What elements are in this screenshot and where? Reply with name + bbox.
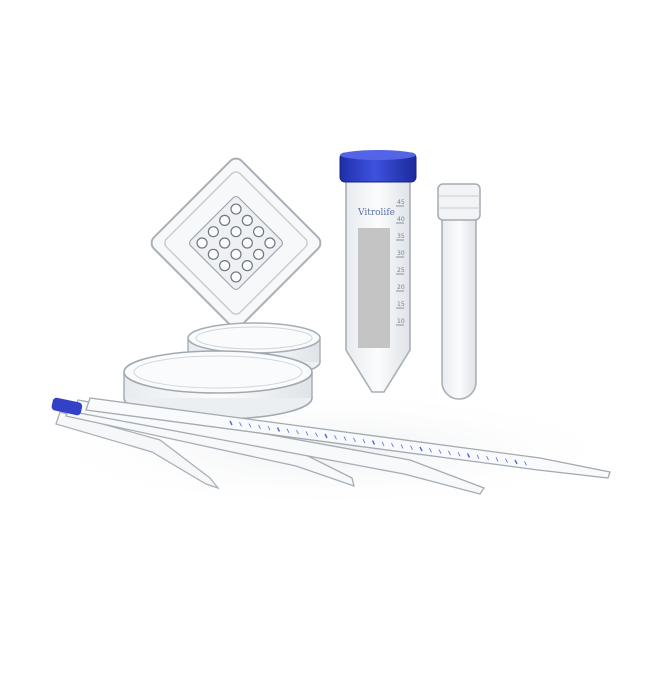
dish-well	[253, 248, 265, 260]
pipette-graduated	[85, 397, 611, 479]
dish-well	[196, 237, 208, 249]
pipette-mark	[343, 436, 347, 441]
tube-graduation-label: 10	[397, 318, 405, 325]
tube-graduation-label: 40	[397, 216, 405, 223]
pipette-mark	[438, 449, 442, 454]
dish-inner-rim	[164, 171, 308, 315]
tube-graduation-label: 35	[397, 233, 405, 240]
dish-well	[253, 226, 265, 238]
pipette-mark	[505, 458, 508, 463]
dish-well	[230, 271, 242, 283]
pipette-mark	[391, 442, 394, 448]
pipette-mark	[248, 423, 252, 428]
round-tube-cap	[437, 183, 481, 221]
pipette-mark	[315, 432, 318, 437]
dish-well	[230, 248, 242, 260]
pipette-mark	[514, 459, 518, 465]
pipette-mark	[267, 426, 271, 431]
petri-dish-large	[123, 350, 313, 420]
pipette-mark	[239, 422, 242, 427]
pipette-mark	[410, 445, 413, 450]
tube-label-area	[358, 228, 390, 348]
tube-graduation-label: 20	[397, 284, 405, 291]
conical-tube-50ml: Vitrolife 45 40 35 30 25 20 15 10	[339, 150, 417, 393]
pipette-mark	[305, 431, 309, 436]
pipette-mark	[362, 439, 366, 444]
tube-graduation-label: 15	[397, 301, 405, 308]
dish-wells	[196, 203, 276, 283]
tube-graduation-label: 30	[397, 250, 405, 257]
pipette-short	[55, 411, 220, 490]
pipette-mark	[466, 453, 471, 458]
dish-well	[219, 214, 231, 226]
dish-well	[219, 237, 231, 249]
pipette-mark	[400, 444, 404, 449]
pipette-mark	[476, 454, 480, 459]
tube-graduations: 45 40 35 30 25 20 15 10	[396, 199, 405, 326]
pipette-mark	[324, 433, 328, 439]
tube-graduation-label: 45	[397, 199, 405, 206]
pipette-mark	[495, 457, 499, 462]
dish-well	[230, 203, 242, 215]
tube-brand-text: Vitrolife	[357, 208, 395, 218]
dish-well	[230, 226, 242, 238]
dish-well	[264, 237, 276, 249]
pipette-graduation-marks	[229, 420, 527, 466]
pipette-mark	[258, 424, 261, 430]
dish-well	[207, 226, 219, 238]
pipette-mark	[296, 429, 299, 435]
pipette-mark	[524, 461, 527, 466]
pipette-mark	[448, 450, 451, 456]
pipette-mark	[429, 448, 432, 453]
pipette-blue-tip	[51, 397, 83, 416]
pipette-mark	[457, 452, 461, 457]
pipette-mark	[276, 427, 281, 432]
pipette-mark	[486, 455, 489, 461]
round-tube-15ml	[437, 183, 481, 400]
pipette-mark	[286, 428, 290, 433]
dish-well-plate	[188, 195, 284, 291]
dish-well	[219, 260, 231, 272]
pipette-mark	[334, 435, 337, 440]
round-tube-body	[441, 217, 477, 400]
tube-graduation-label: 25	[397, 267, 405, 274]
pipette-mark	[381, 441, 385, 446]
dish-well	[241, 260, 253, 272]
dish-well	[207, 248, 219, 260]
pipette-mark	[419, 446, 423, 452]
square-culture-dish	[150, 157, 322, 329]
pipette-mark	[353, 437, 356, 443]
dish-well	[241, 214, 253, 226]
pipette-mark	[229, 420, 233, 426]
pipette-mark	[371, 440, 376, 445]
dish-well	[241, 237, 253, 249]
